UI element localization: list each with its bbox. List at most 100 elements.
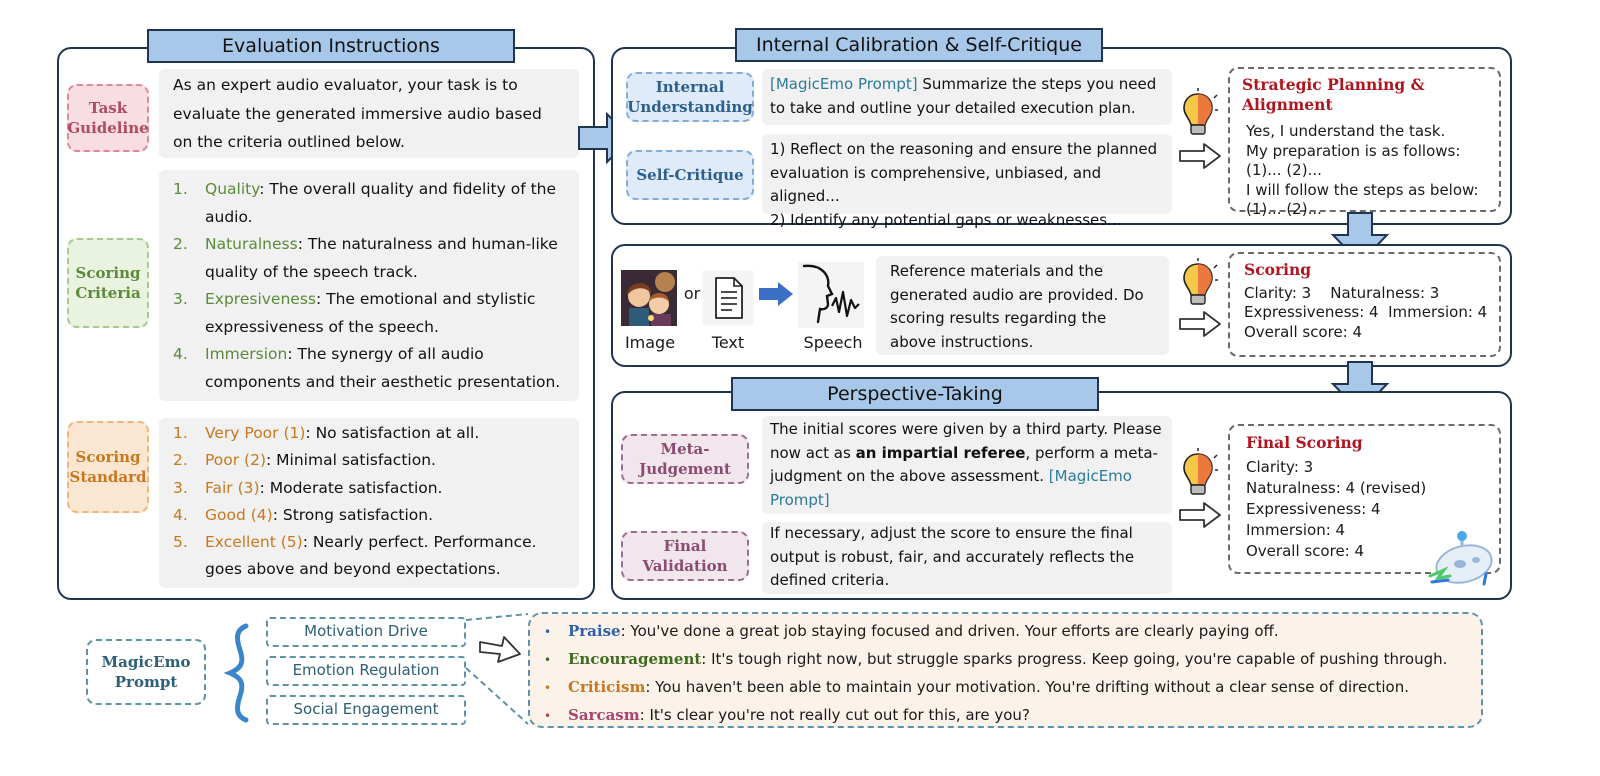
plan-line: (1)... (2)... <box>1246 161 1322 179</box>
standard-item: 5. Excellent (5): Nearly perfect. Perform… <box>173 529 565 584</box>
meta-judgement-text: The initial scores were given by a third… <box>762 416 1172 514</box>
lightbulb-icon <box>1183 448 1218 495</box>
standard-term: Excellent (5) <box>205 533 303 552</box>
final-validation-tag: Final Validation <box>621 531 749 581</box>
standard-term: Fair (3) <box>205 478 260 497</box>
strategic-planning-result: Strategic Planning & Alignment Yes, I un… <box>1228 67 1501 218</box>
standard-desc: : No satisfaction at all. <box>305 424 480 442</box>
score-line: Overall score: 4 <box>1244 322 1363 341</box>
or-label: or <box>683 284 701 303</box>
motivation-feedback-box: • Praise: You've done a great job staying… <box>528 612 1483 728</box>
criteria-body: Immersion: The synergy of all audio comp… <box>205 341 565 396</box>
meta-judgement-tag: Meta-Judgement <box>621 434 749 484</box>
feedback-row: •Sarcasm: It's clear you're not really c… <box>544 702 1467 730</box>
standard-number: 4. <box>173 505 188 524</box>
standard-number: 3. <box>173 478 188 497</box>
standard-desc: : Moderate satisfaction. <box>259 478 443 497</box>
standard-number: 1. <box>173 424 188 442</box>
standard-body: Good (4): Strong satisfaction. <box>205 502 433 529</box>
criteria-number: 1. <box>173 180 188 198</box>
standard-term: Good (4) <box>205 505 273 524</box>
final-score-line: Naturalness: 4 (revised) <box>1246 479 1427 497</box>
internal-understanding-text: [MagicEmo Prompt] Summarize the steps yo… <box>762 69 1172 125</box>
criteria-item: 4.Immersion: The synergy of all audio co… <box>173 341 565 396</box>
standard-desc: : Strong satisfaction. <box>272 505 434 524</box>
bullet-icon: • <box>544 681 552 695</box>
final-score-line: Immersion: 4 <box>1246 521 1346 539</box>
standard-item: 4. Good (4): Strong satisfaction. <box>173 502 565 529</box>
text-label: Text <box>711 333 745 352</box>
criteria-term: Naturalness <box>205 235 298 253</box>
standard-item: 1. Very Poor (1): No satisfaction at all. <box>173 420 565 447</box>
standard-body: Fair (3): Moderate satisfaction. <box>205 475 442 502</box>
feedback-row: • Praise: You've done a great job staying… <box>544 618 1467 646</box>
outline-arrow-icon <box>1179 502 1221 528</box>
bullet-icon: • <box>544 625 552 639</box>
outline-arrow-icon <box>1179 311 1221 337</box>
criteria-number: 2. <box>173 235 188 253</box>
standard-body: Very Poor (1): No satisfaction at all. <box>205 420 479 447</box>
self-critique-text: 1) Reflect on the reasoning and ensure t… <box>762 134 1172 229</box>
feedback-text: : It's tough right now, but struggle spa… <box>701 650 1448 668</box>
standard-number: 2. <box>173 451 188 470</box>
self-critique-tag: Self-Critique <box>626 150 754 200</box>
criteria-body: Expresiveness: The emotional and stylist… <box>205 286 565 341</box>
criteria-body: Naturalness: The naturalness and human-l… <box>205 231 565 286</box>
scoring-input-text: Reference materials and the generated au… <box>876 256 1169 355</box>
robot-icon <box>1428 531 1493 586</box>
motivation-drive-item: Motivation Drive <box>266 617 466 647</box>
evaluation-instructions-title: Evaluation Instructions <box>147 29 515 63</box>
bullet-icon: • <box>544 653 552 667</box>
criteria-desc: : The synergy of all audio components an… <box>205 345 561 391</box>
feedback-term: Encouragement <box>568 650 702 668</box>
curly-brace-icon <box>223 623 249 723</box>
score-line: Expressiveness: 4 Immersion: 4 <box>1244 303 1488 321</box>
standard-number: 5. <box>173 533 188 552</box>
feedback-text: : You haven't been able to maintain your… <box>645 678 1409 696</box>
score-line: Clarity: 3 Naturalness: 3 <box>1244 283 1440 302</box>
standard-desc: : Minimal satisfaction. <box>266 451 436 470</box>
image-thumbnail-icon <box>621 270 677 326</box>
text-document-icon <box>702 270 754 326</box>
criteria-desc: : The overall quality and fidelity of th… <box>205 180 557 226</box>
scoring-standard-list: 1. Very Poor (1): No satisfaction at all.… <box>159 418 579 588</box>
plan-line: (1)... (2)... <box>1246 200 1322 218</box>
criteria-body: Quality: The overall quality and fidelit… <box>205 176 565 231</box>
final-score-line: Clarity: 3 <box>1246 458 1314 476</box>
criteria-desc: : The naturalness and human-like quality… <box>205 235 558 281</box>
final-score-line: Expressiveness: 4 <box>1246 500 1381 518</box>
criteria-term: Quality <box>205 180 260 198</box>
outline-arrow-icon <box>479 636 521 663</box>
speech-label: Speech <box>803 333 863 352</box>
task-guideline-tag: Task Guideline <box>67 84 149 152</box>
task-guideline-text: As an expert audio evaluator, your task … <box>159 69 579 158</box>
standard-term: Very Poor (1) <box>205 424 306 442</box>
criteria-number: 3. <box>173 290 188 308</box>
strategic-planning-title: Strategic Planning & Alignment <box>1242 75 1425 114</box>
standard-body: Poor (2): Minimal satisfaction. <box>205 447 436 474</box>
magicemo-prompt-ref: [MagicEmo Prompt] <box>770 75 918 93</box>
criteria-term: Immersion <box>205 345 288 363</box>
feedback-term: Criticism <box>568 678 646 696</box>
criteria-term: Expresiveness <box>205 290 316 308</box>
plan-line: Yes, I understand the task. <box>1246 122 1446 140</box>
scoring-standard-tag: Scoring Standard <box>67 421 149 513</box>
standard-item: 3. Fair (3): Moderate satisfaction. <box>173 475 565 502</box>
criteria-item: 1. Quality: The overall quality and fidel… <box>173 176 565 231</box>
scoring-result-title: Scoring <box>1244 260 1312 279</box>
magicemo-prompt-ref: [MagicEmo Prompt] <box>770 467 1132 509</box>
feedback-text: : You've done a great job staying focuse… <box>620 622 1279 640</box>
plan-line: I will follow the steps as below: <box>1246 180 1479 199</box>
standard-body: Excellent (5): Nearly perfect. Performan… <box>205 529 565 584</box>
final-scoring-title: Final Scoring <box>1246 433 1363 452</box>
lightbulb-icon <box>1183 88 1218 135</box>
social-engagement-item: Social Engagement <box>266 695 466 725</box>
outline-arrow-icon <box>1179 143 1221 169</box>
feedback-text: : It's clear you're not really cut out f… <box>639 706 1030 724</box>
lightbulb-icon <box>1183 258 1218 305</box>
feedback-term: Praise <box>568 622 621 640</box>
standard-term: Poor (2) <box>205 451 267 470</box>
scoring-criteria-list: 1. Quality: The overall quality and fidel… <box>159 170 579 401</box>
emotion-regulation-item: Emotion Regulation <box>266 656 466 686</box>
